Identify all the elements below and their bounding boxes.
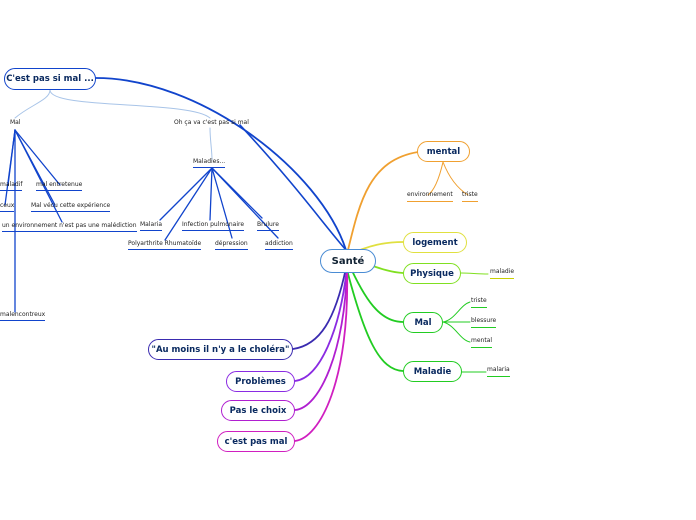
node-cholera[interactable]: "Au moins il n'y a le choléra"	[148, 339, 293, 360]
node-pas-le-choix[interactable]: Pas le choix	[221, 400, 295, 421]
node-mental[interactable]: mental	[417, 141, 470, 162]
node-mal-right[interactable]: Mal	[403, 312, 443, 333]
leaf-maladif[interactable]: maladif	[0, 181, 23, 191]
leaf-malaria[interactable]: Malaria	[140, 221, 163, 231]
node-oh-ca-va[interactable]: Oh ça va c'est pas si mal	[174, 119, 249, 126]
leaf-malaria-right[interactable]: malaria	[487, 366, 510, 377]
branch-cholera	[292, 267, 347, 350]
leaf-polyarthrite[interactable]: Polyarthrite Rhumatoïde	[128, 240, 202, 250]
node-problemes[interactable]: Problèmes	[226, 371, 295, 392]
leaf-mal-entretenue[interactable]: mal entretenue	[36, 181, 83, 191]
leaf-brulure[interactable]: Brulure	[257, 221, 279, 231]
node-maladie[interactable]: Maladie	[403, 361, 462, 382]
leaf-malencontreux[interactable]: malencontreux	[0, 311, 46, 321]
branch-problemes	[294, 267, 348, 382]
leaf-infection-pulmonaire[interactable]: Infection pulmonaire	[182, 221, 245, 231]
node-logement[interactable]: logement	[403, 232, 467, 253]
leaf-triste[interactable]: triste	[471, 297, 487, 308]
leaf-blessure[interactable]: blessure	[471, 317, 497, 328]
node-mal-left[interactable]: Mal	[10, 119, 21, 126]
leaf-environnement-malediction[interactable]: un environnement n'est pas une malédicti…	[2, 222, 137, 232]
node-cest-pas-mal[interactable]: c'est pas mal	[217, 431, 295, 452]
leaf-addiction[interactable]: addiction	[265, 240, 293, 250]
branch-root	[95, 77, 347, 251]
node-physique[interactable]: Physique	[403, 263, 461, 284]
root-node-cest-pas-si-mal[interactable]: C'est pas si mal ...	[4, 68, 96, 90]
leaf-mental-small[interactable]: mental	[471, 337, 493, 348]
leaf-ceux[interactable]: ceux	[0, 202, 15, 212]
leaf-environnement[interactable]: environnement	[407, 191, 453, 202]
branch-maladie	[345, 265, 404, 372]
leaf-triste-mental[interactable]: triste	[462, 191, 478, 202]
leaf-mal-vecu[interactable]: Mal vécu cette expérience	[31, 202, 111, 212]
branch-pas-le-choix	[294, 267, 348, 411]
branch-mental	[347, 151, 419, 251]
node-maladies[interactable]: Maladies...	[193, 158, 226, 168]
leaf-maladie-physique[interactable]: maladie	[490, 268, 515, 279]
leaf-depression[interactable]: dépression	[215, 240, 248, 250]
branch-cest-pas-mal	[294, 267, 349, 442]
center-node[interactable]: Santé	[320, 249, 376, 273]
